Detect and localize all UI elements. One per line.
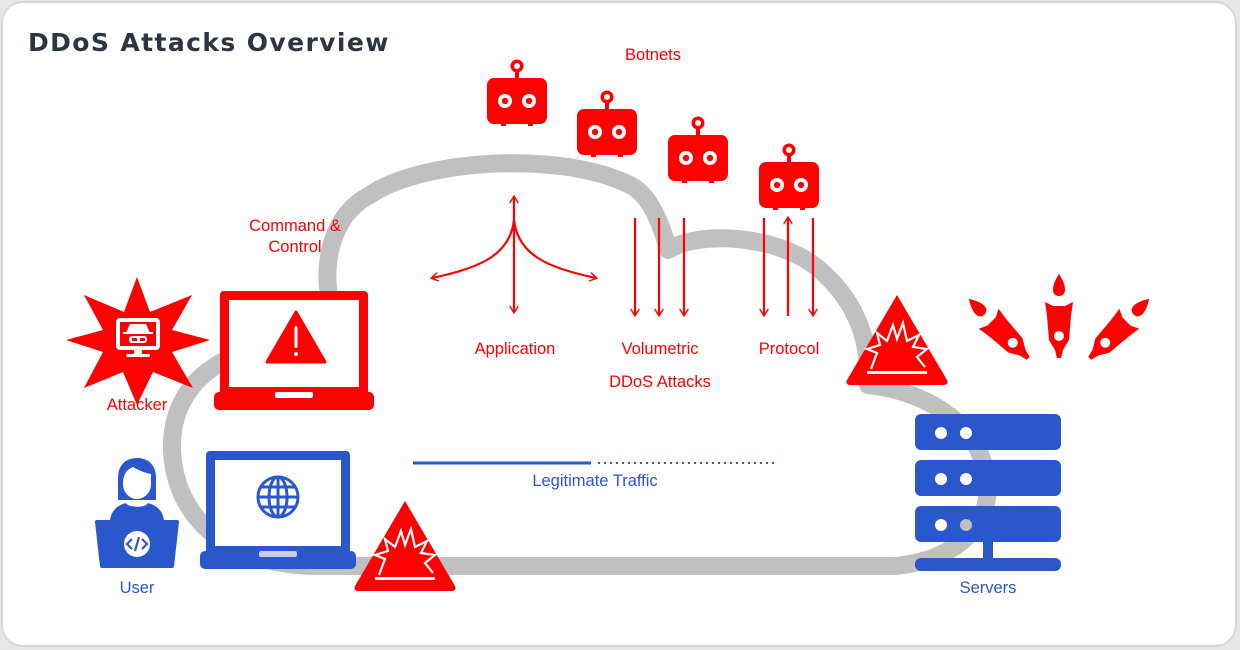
volumetric-arrows-icon	[635, 218, 684, 315]
page-title: DDoS Attacks Overview	[28, 28, 390, 57]
globe-icon	[256, 475, 300, 519]
user-label: User	[119, 579, 155, 597]
command-control-laptop-icon	[214, 291, 374, 410]
user-laptop-icon	[200, 451, 356, 569]
explosion-warning-icon	[353, 499, 457, 593]
attacker-label: Attacker	[106, 396, 168, 414]
user-icon	[95, 458, 179, 568]
robot-icon	[577, 90, 637, 157]
attacker-icon	[66, 277, 210, 405]
missile-icon	[958, 288, 1039, 369]
servers-icon	[915, 414, 1061, 571]
command-control-label-line2: Control	[268, 238, 322, 256]
missile-icon	[1045, 274, 1073, 358]
protocol-label: Protocol	[758, 340, 820, 358]
servers-label: Servers	[959, 579, 1017, 597]
application-label: Application	[474, 340, 556, 358]
robot-icon	[759, 143, 819, 210]
command-control-label-line1: Command &	[249, 217, 341, 235]
robot-icon	[668, 116, 728, 183]
missile-icon	[1079, 288, 1160, 369]
ddos-attacks-label: DDoS Attacks	[609, 373, 711, 391]
missiles-icon	[958, 274, 1160, 369]
legitimate-traffic-label: Legitimate Traffic	[532, 472, 658, 490]
botnets-label: Botnets	[625, 46, 681, 64]
robot-icon	[487, 59, 547, 126]
volumetric-label: Volumetric	[621, 340, 699, 358]
application-arrows-icon	[432, 197, 596, 312]
protocol-arrows-icon	[764, 218, 813, 316]
